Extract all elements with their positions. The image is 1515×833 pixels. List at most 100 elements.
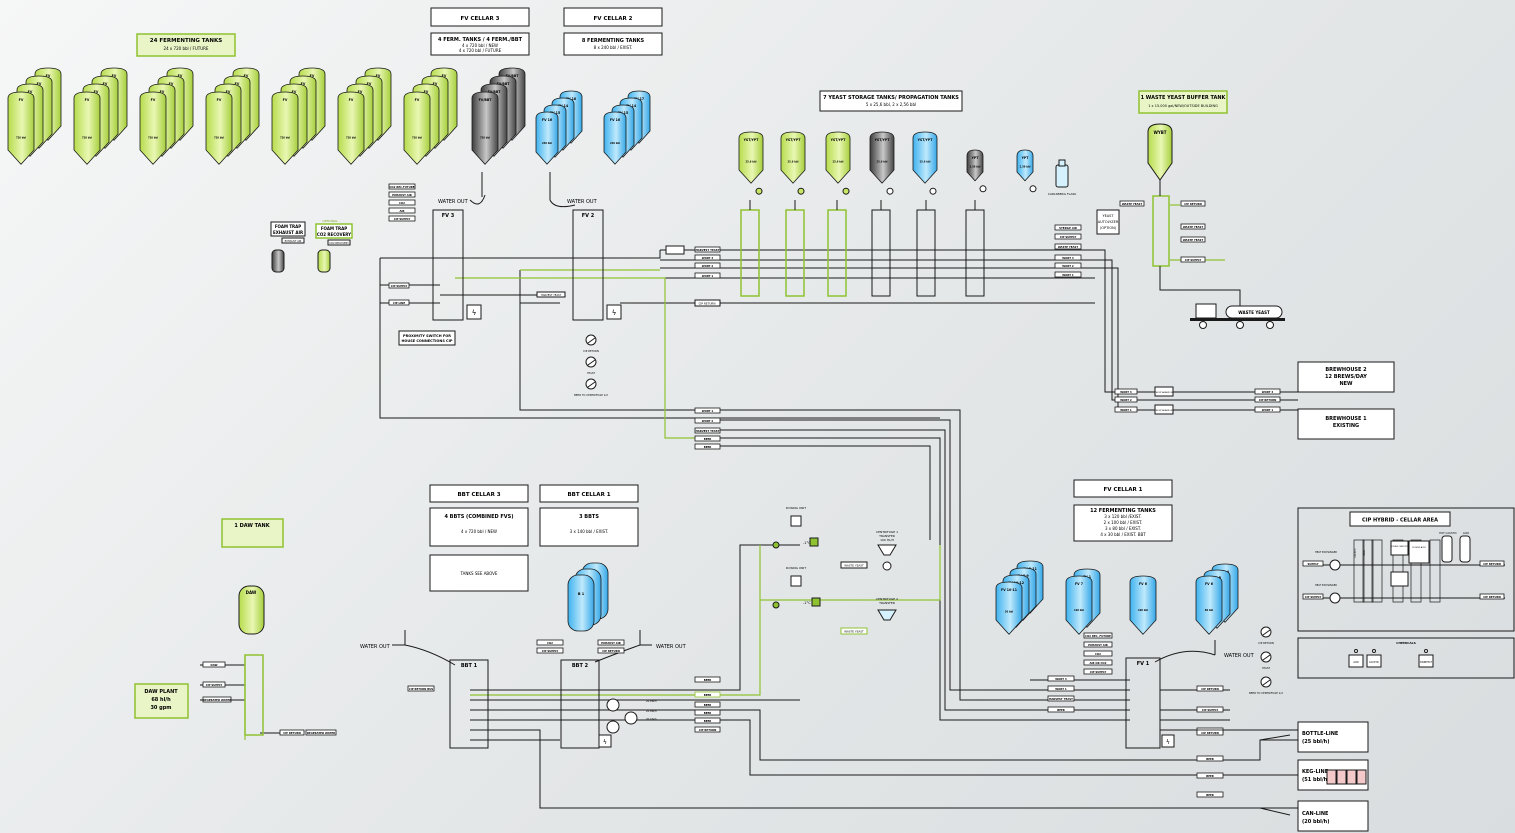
tank-capacity: 25.6 bbl	[746, 160, 757, 163]
chem-valve	[1424, 649, 1428, 653]
bbt1-label: BBT 1	[461, 663, 478, 669]
aeration-box	[1154, 404, 1174, 415]
bbt-right-tag: BEER	[704, 678, 712, 682]
tank-body	[271, 91, 299, 165]
tag-box	[1254, 396, 1281, 403]
tank-body	[337, 91, 365, 165]
tag-box	[694, 717, 721, 724]
fv-cellar-3-line-2: 4 x 720 bbl / FUTURE	[459, 48, 502, 53]
dosing-box	[1408, 540, 1430, 564]
waste-yeast-tank-label: WYBT	[1153, 130, 1166, 135]
daw-tag: DEAERATED WATER	[203, 698, 231, 702]
tank-capacity: 720 bbl	[82, 136, 92, 139]
tank-body	[825, 131, 851, 184]
chem-label: CAUSTIC	[1369, 661, 1379, 664]
yeast-frame	[965, 209, 985, 297]
foam-trap-co2: OPTIONAL FOAM TRAP CO2 RECOVERY CO2 RECO…	[315, 219, 353, 273]
bbt-right-tag: BEER	[704, 719, 712, 723]
yeast-frame	[740, 209, 760, 297]
fv2-pump-icon	[585, 378, 597, 390]
bh2-line-2: 12 BREWS/DAY	[1325, 374, 1367, 380]
fv2-pump-label: CIP RETURN	[583, 349, 599, 353]
manifold-tag: WORT 2	[1062, 264, 1074, 268]
tag-box	[1054, 243, 1082, 250]
main-header-tag: WORT 2	[702, 264, 714, 268]
fv2-pump-icon	[585, 356, 597, 368]
tag-box	[694, 407, 721, 414]
manifold-tag: STERILE AIR	[1059, 226, 1077, 230]
cip-item-label: ACID	[1463, 531, 1469, 535]
tank-capacity: 25.6 bbl	[788, 160, 799, 163]
fv1-legend-tag: EXHAUST AIR	[1088, 643, 1108, 647]
pump-vane	[587, 337, 596, 344]
tag-box	[1302, 560, 1324, 567]
yeast-frame	[871, 209, 891, 297]
fv2-label: FV 2	[582, 213, 595, 219]
fv3-left-tag: CIP LINE	[393, 301, 405, 305]
tank-label: YST/YPT	[785, 138, 802, 142]
fv3-proximity-1: PROXIMITY SWITCH FOR	[403, 334, 451, 338]
tag-box	[694, 272, 721, 279]
chem-valve	[1372, 649, 1376, 653]
tank-body	[780, 131, 806, 184]
pump-vane	[587, 381, 596, 388]
tank-capacity: 240 bbl	[542, 142, 552, 145]
c1-line-1: CENTRIFUGE 1	[876, 530, 898, 534]
tank-body	[1065, 575, 1093, 635]
tag-box	[202, 696, 232, 703]
yeast-pump	[797, 187, 805, 195]
waste-yeast-title: 1 WASTE YEAST BUFFER TANK	[1141, 95, 1227, 101]
tank-label: FV	[367, 82, 372, 86]
waste-line-tag: CIP SUPPLY	[1185, 258, 1202, 262]
fv1-label: FV 1	[1137, 661, 1150, 667]
tank-capacity: 720 bbl	[480, 136, 490, 139]
heat-exchanger-icon	[1329, 592, 1341, 604]
bbt3-line: 4 x 720 bbl / NEW	[461, 529, 497, 534]
yeast-frame	[916, 209, 936, 297]
tag-box	[1180, 223, 1206, 230]
bbt-water-out-right: WATER OUT	[656, 644, 687, 650]
tank-label: FV	[178, 74, 183, 78]
daw-tank-label: DAW	[246, 590, 257, 595]
yeast-storage-title: 7 YEAST STORAGE TANKS/ PROPAGATION TANKS	[823, 95, 959, 101]
fv1-right-tag: CIP RETURN	[1201, 687, 1219, 691]
tag-box	[694, 709, 721, 716]
manifold-tag: CIP SUPPLY	[1060, 235, 1077, 239]
fv1-right-tag: CIP SUPPLY	[1202, 708, 1219, 712]
fv1-pump-label: BEER TO CENTRIFUGE 1/2	[1249, 691, 1283, 695]
keg-line-1: KEG-LINE	[1302, 769, 1329, 775]
flow-tag: 20 bbl/h	[646, 699, 657, 703]
tank-capacity: 25.6 bbl	[833, 160, 844, 163]
tag-box	[1054, 271, 1082, 278]
main-header-tag: WORT 1	[702, 274, 714, 278]
cip-tank	[1353, 539, 1365, 603]
bh-tag: WORT 3	[1262, 390, 1274, 394]
tag-box	[1119, 200, 1145, 207]
yeast-frame	[827, 209, 847, 297]
tank-capacity: 80 bbl	[1205, 609, 1214, 612]
fv-cellar-3-title: FV CELLAR 3	[461, 16, 500, 22]
foam-trap-left-1: FOAM TRAP	[275, 224, 301, 229]
bottle-line-1: BOTTLE-LINE	[1302, 731, 1339, 737]
cip-item-label: DOSING CAUSTIC	[1390, 545, 1408, 548]
fv1-left-tag: BEER	[1057, 708, 1065, 712]
chem-title: CHEMICALS	[1396, 641, 1415, 645]
foam-trap-left-2: EXHAUST AIR	[273, 230, 303, 235]
tag-box	[1479, 560, 1505, 567]
centrifuge-area: DOSING UNIT DOSING UNIT -1°C -1°C CENTRI…	[772, 506, 898, 635]
fv1c-subtitle: 12 FERMENTING TANKS	[1090, 508, 1156, 514]
tag-box	[694, 427, 721, 434]
tank-body	[1195, 575, 1223, 635]
fv1c-line-4: 4 x 30 bbl / EXIST. BBT	[1100, 532, 1146, 537]
